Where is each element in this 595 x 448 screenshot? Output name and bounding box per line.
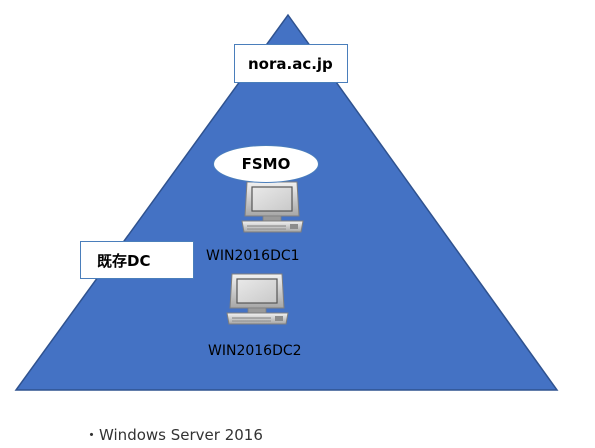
os-note: ・Windows Server 2016 (84, 424, 263, 445)
os-note-text: Windows Server 2016 (99, 426, 263, 444)
bullet: ・ (84, 426, 100, 444)
host-label-dc2: WIN2016DC2 (208, 343, 302, 359)
fsmo-text: FSMO (241, 155, 291, 173)
fsmo-role-badge: FSMO (213, 145, 319, 183)
computer-icon (226, 273, 289, 325)
existing-dc-text: 既存DC (97, 251, 151, 270)
existing-dc-label: 既存DC (80, 241, 194, 279)
domain-name-text: nora.ac.jp (248, 54, 333, 73)
host-label-dc1: WIN2016DC1 (206, 248, 300, 264)
computer-icon (241, 181, 304, 233)
domain-name-label: nora.ac.jp (234, 44, 348, 83)
